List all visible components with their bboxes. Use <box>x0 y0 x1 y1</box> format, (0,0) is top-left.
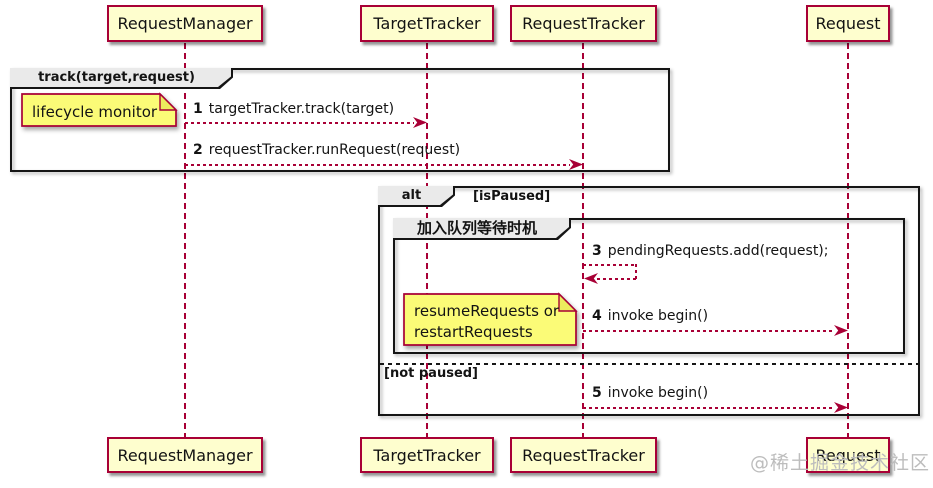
lifeline-request-tracker <box>582 43 584 437</box>
participant-label: RequestTracker <box>522 445 645 465</box>
participant-request-tracker-top: RequestTracker <box>510 5 657 42</box>
note-fold-corner <box>159 92 178 111</box>
frame-alt-title: alt <box>378 186 453 205</box>
alt-condition-not-paused: [not paused] <box>384 366 479 381</box>
participant-target-tracker-top: TargetTracker <box>360 5 494 42</box>
message-1: 1 targetTracker.track(target) <box>193 101 394 117</box>
participant-request-manager-top: RequestManager <box>107 5 263 42</box>
participant-request-top: Request <box>806 5 890 42</box>
participant-request-tracker-bottom: RequestTracker <box>510 437 657 473</box>
message-1-arrowhead <box>413 117 427 128</box>
frame-group-tab: 加入队列等待时机 <box>393 218 571 240</box>
message-5-line <box>583 407 835 409</box>
alt-condition-is-paused: [isPaused] <box>473 189 551 204</box>
participant-label: TargetTracker <box>373 14 481 33</box>
participant-label: Request <box>815 445 881 465</box>
lifeline-request-manager <box>184 43 186 437</box>
participant-label: Request <box>815 14 881 33</box>
frame-alt <box>378 186 920 416</box>
participant-request-manager-bottom: RequestManager <box>107 437 263 473</box>
message-2-number: 2 <box>193 142 203 158</box>
message-1-line <box>185 122 414 124</box>
frame-group-title: 加入队列等待时机 <box>393 218 569 238</box>
message-1-number: 1 <box>193 101 203 117</box>
message-3-number: 3 <box>592 243 602 259</box>
message-3: 3 pendingRequests.add(request); <box>592 243 828 259</box>
frame-track-tab: track(target,request) <box>10 68 233 89</box>
participant-label: RequestManager <box>117 445 253 465</box>
lifeline-target-tracker <box>426 43 428 437</box>
frame-alt-tab: alt <box>378 186 455 207</box>
alt-else-divider <box>380 363 918 365</box>
message-4-arrowhead <box>834 325 848 336</box>
participant-request-bottom: Request <box>806 437 890 473</box>
message-3-arrowhead <box>584 273 598 284</box>
note-resume-requests: resumeRequests or restartRequests <box>403 292 578 346</box>
note-text: lifecycle monitor <box>32 103 158 121</box>
message-4: 4 invoke begin() <box>592 308 708 324</box>
frame-group <box>393 218 905 354</box>
message-2: 2 requestTracker.runRequest(request) <box>193 142 460 158</box>
message-5-number: 5 <box>592 385 602 401</box>
note-text-line2: restartRequests <box>414 323 533 341</box>
note-lifecycle-monitor: lifecycle monitor <box>21 92 178 127</box>
message-5: 5 invoke begin() <box>592 385 708 401</box>
frame-track-title: track(target,request) <box>10 68 231 87</box>
message-3-text: pendingRequests.add(request); <box>607 243 829 259</box>
message-4-line <box>583 330 835 332</box>
message-3-line-down <box>635 264 637 279</box>
message-2-text: requestTracker.runRequest(request) <box>208 142 461 158</box>
participant-label: RequestManager <box>117 14 253 33</box>
message-3-line-out <box>583 264 637 266</box>
message-1-text: targetTracker.track(target) <box>208 101 395 117</box>
note-fold-corner <box>558 292 578 312</box>
message-3-line-back <box>597 278 637 280</box>
message-4-number: 4 <box>592 308 602 324</box>
frame-track <box>10 68 670 172</box>
message-5-arrowhead <box>834 402 848 413</box>
participant-label: RequestTracker <box>522 14 645 33</box>
message-2-line <box>185 164 570 166</box>
message-4-text: invoke begin() <box>607 308 709 324</box>
message-5-text: invoke begin() <box>607 385 709 401</box>
note-text-line1: resumeRequests or <box>414 302 560 320</box>
message-2-arrowhead <box>569 159 583 170</box>
watermark: @稀土掘金技术社区 <box>750 452 931 474</box>
participant-label: TargetTracker <box>373 445 481 465</box>
note-body <box>403 293 577 346</box>
note-body <box>21 93 177 127</box>
participant-target-tracker-bottom: TargetTracker <box>360 437 494 473</box>
lifeline-request <box>847 43 849 437</box>
